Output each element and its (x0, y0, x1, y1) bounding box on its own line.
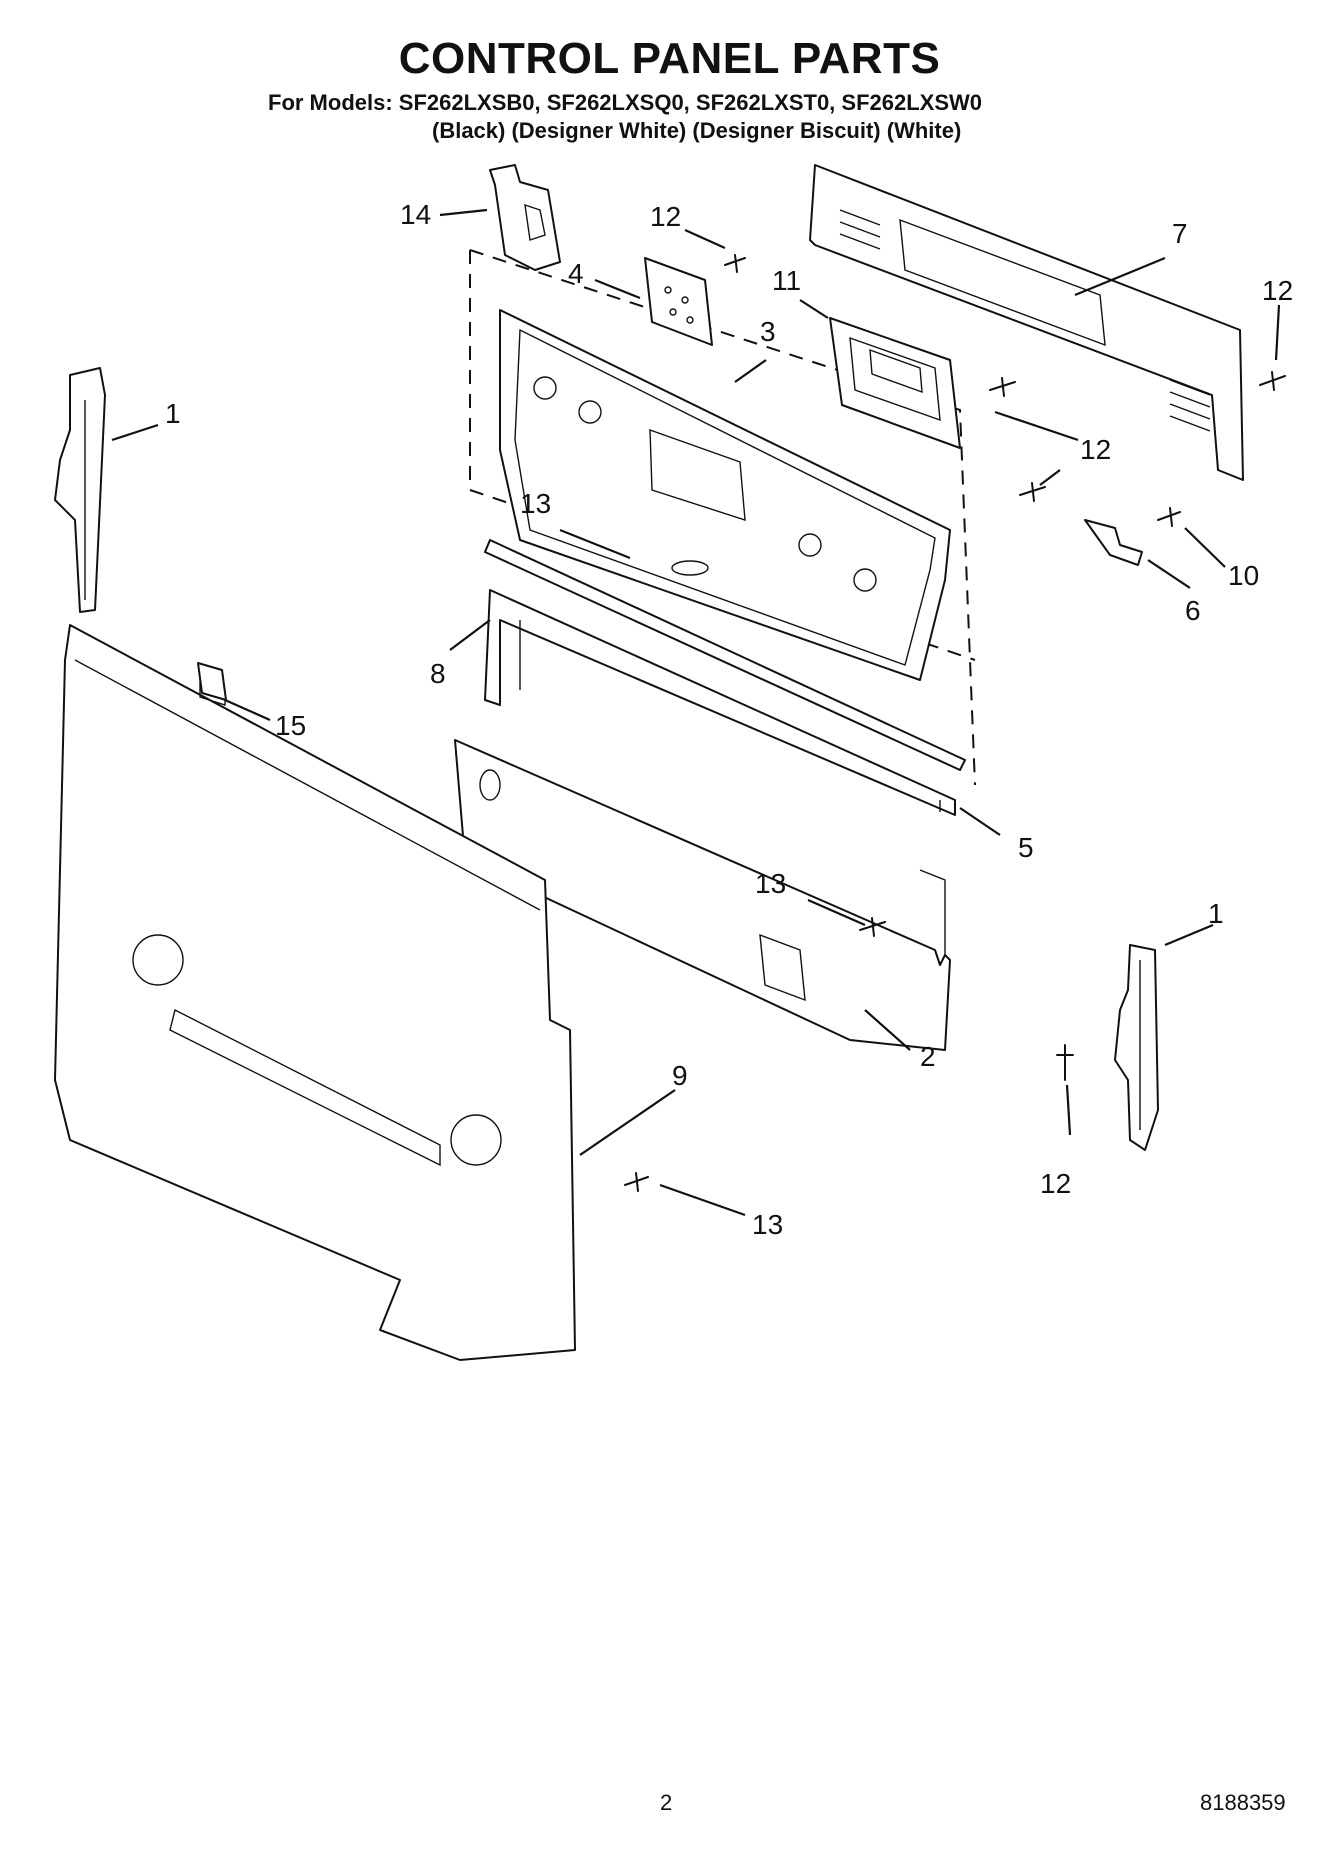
callout-12: 12 (1262, 275, 1294, 306)
part-15-clip (197, 662, 227, 701)
callout-9: 9 (672, 1060, 688, 1091)
callout-2: 2 (920, 1041, 936, 1072)
screw-12-mid (989, 377, 1016, 397)
callout-4: 4 (568, 258, 584, 289)
callout-5: 5 (1018, 832, 1034, 863)
callout-leaders (111, 208, 1281, 1217)
screw-12-lower (1019, 482, 1046, 502)
part-1-left-side-bracket (54, 367, 106, 613)
callout-1: 1 (165, 398, 181, 429)
part-6-clip (1084, 519, 1143, 566)
part-7-rear-bracket (809, 164, 1244, 481)
callout-13: 13 (755, 868, 787, 899)
part-5-panel (484, 589, 956, 816)
callout-1: 1 (1208, 898, 1224, 929)
screw-13-mid (859, 917, 886, 937)
callout-7: 7 (1172, 218, 1188, 249)
colors-line: (Black) (Designer White) (Designer Biscu… (432, 118, 962, 143)
part-2-inner-panel (454, 739, 951, 1051)
part-14-bracket (489, 164, 561, 271)
screw-12-right (1259, 371, 1286, 391)
callout-13: 13 (520, 488, 552, 519)
callout-14: 14 (400, 199, 432, 230)
screw-10 (1157, 507, 1181, 527)
screw-12-bottom (1056, 1044, 1074, 1081)
part-4-board (644, 257, 713, 346)
part-9-rear-panel (54, 624, 576, 1361)
page-number: 2 (660, 1790, 673, 1815)
part-8-trim (484, 539, 966, 771)
callout-12: 12 (650, 201, 682, 232)
part-11-control (829, 317, 961, 449)
callout-12: 12 (1080, 434, 1112, 465)
models-line: For Models: SF262LXSB0, SF262LXSQ0, SF26… (268, 90, 983, 115)
callout-8: 8 (430, 658, 446, 689)
callout-11: 11 (772, 265, 802, 296)
screw-13-bottom (624, 1172, 649, 1192)
screw-12-top (724, 254, 746, 273)
callout-15: 15 (275, 710, 307, 741)
callout-6: 6 (1185, 595, 1201, 626)
part-1-right-side-bracket (1114, 944, 1159, 1151)
callout-12: 12 (1040, 1168, 1072, 1199)
document-number: 8188359 (1200, 1790, 1286, 1815)
page-title: CONTROL PANEL PARTS (398, 34, 941, 83)
callout-13: 13 (752, 1209, 784, 1240)
callout-10: 10 (1228, 560, 1260, 591)
assembly-dashed-outline (469, 249, 976, 786)
part-3-console (499, 309, 951, 681)
callout-3: 3 (760, 316, 776, 347)
